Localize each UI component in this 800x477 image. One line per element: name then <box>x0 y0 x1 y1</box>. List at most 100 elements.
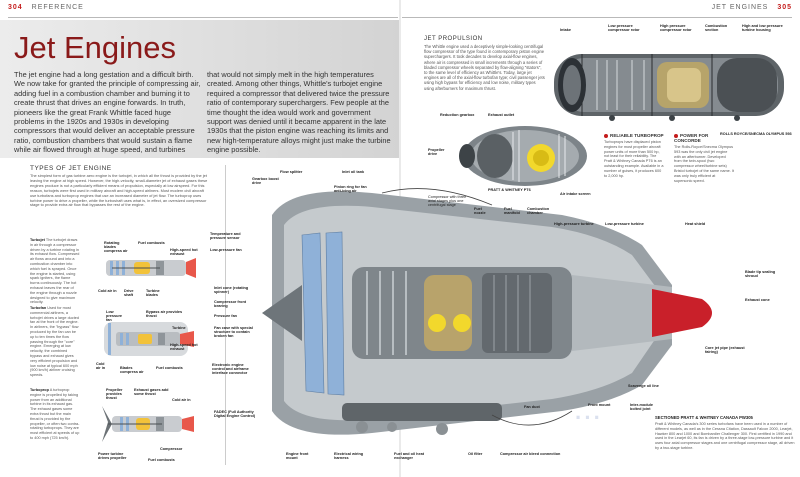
turbofan-text: Turbofan Used for most commercial airlin… <box>30 306 80 378</box>
turbojet-text: Turbojet The turbojet draws in air throu… <box>30 238 80 305</box>
olympus-label-intake: Intake <box>560 28 571 32</box>
pt6-label-exhaust: Exhaust outlet <box>488 113 515 117</box>
turboprop-name: Turboprop <box>30 388 49 392</box>
olympus-label-lp-compressor: Low pressure compressor rotor <box>608 24 640 32</box>
cutaway-label-fuel-nozzle: Fuel nozzle <box>474 207 486 215</box>
cutaway-label-pinion-ring: Pinion ring for fan anti-icing air <box>334 185 367 193</box>
turboprop-label-compressor: Compressor <box>160 447 183 451</box>
olympus-label-combustion: Combustion section <box>705 24 728 32</box>
olympus-caption: ROLLS ROYCE/SNECMA OLYMPUS 593 <box>720 132 792 136</box>
cutaway-label-lp-turbine: Low-pressure turbine <box>605 222 644 226</box>
left-page-header: 304 REFERENCE <box>8 4 84 18</box>
power-concorde-heading: POWER FOR CONCORDE <box>674 133 734 143</box>
pt6-engine-illustration <box>459 126 587 186</box>
cutaway-label-blade-tip: Blade tip sealing shroud <box>745 270 776 278</box>
turbofan-name: Turbofan <box>30 306 47 310</box>
turbojet-description: The turbojet draws in air through a comp… <box>30 238 80 305</box>
left-page-number: 304 <box>8 4 23 11</box>
jet-propulsion-heading: JET PROPULSION <box>424 36 483 42</box>
pt6-label-propeller-drive: Propeller drive <box>428 148 445 156</box>
intro-column-2: that would not simply melt in the high t… <box>207 70 391 155</box>
olympus-label-turbine-housing: High and low pressure turbine housing <box>742 24 783 32</box>
cutaway-label-heat-shield: Heat shield <box>685 222 706 226</box>
types-heading: TYPES OF JET ENGINE <box>30 165 112 172</box>
turboprop-label-combusts: Fuel combusts <box>148 458 175 462</box>
right-page-header: JET ENGINES 305 <box>712 4 792 18</box>
cutaway-label-engine-control: Electronic engine control and airframe i… <box>212 363 249 375</box>
left-header-rule <box>8 17 398 18</box>
cutaway-label-front-bearing: Compressor front bearing <box>214 300 247 308</box>
turbojet-name: Turbojet <box>30 238 45 242</box>
left-section-name: REFERENCE <box>31 4 84 11</box>
turbojet-diagram <box>106 258 196 278</box>
jet-propulsion-section: JET PROPULSION The Whittle engine used a… <box>424 36 546 91</box>
title-banner <box>0 20 400 158</box>
cutaway-label-fadec: FADEC (Full Authority Digital Engine Con… <box>214 410 256 418</box>
turbojet-label-cold-air: Cold air in <box>98 289 117 293</box>
page-title: Jet Engines <box>14 30 176 65</box>
power-concorde-body: The Rolls-Royce/Snecma Olympus 593 was t… <box>674 145 734 183</box>
cutaway-label-bolted-joint: Inter-module bolted joint <box>630 403 653 411</box>
cutaway-label-heat-exchanger: Fuel and oil heat exchanger <box>394 452 424 460</box>
reliable-turboprop-box: RELIABLE TURBOPROP Turboprops have displ… <box>604 133 664 178</box>
pt6-label-intake-screen: Air intake screen <box>560 192 591 196</box>
intro-column-1: The jet engine had a long gestation and … <box>14 70 201 155</box>
turbofan-label-bypass: Bypass air provides thrust <box>146 310 183 318</box>
reliable-turboprop-body: Turboprops have displaced piston engines… <box>604 140 664 178</box>
turboprop-label-propeller: Propeller provides thrust <box>106 388 123 400</box>
right-section-name: JET ENGINES <box>711 4 769 11</box>
turboprop-diagram <box>102 406 194 442</box>
cutaway-label-inlet-oil-tank: Inlet oil tank <box>342 170 365 174</box>
turbofan-label-combusts: Fuel combusts <box>156 366 183 370</box>
olympus-label-hp-compressor: High pressure compressor rotor <box>660 24 692 32</box>
cutaway-label-exhaust-cone: Exhaust cone <box>745 298 770 302</box>
watermark: ··· <box>575 405 603 430</box>
turbofan-label-cold-air: Cold air in <box>96 362 106 370</box>
types-body: The simplest form of gas turbine aero en… <box>30 173 208 208</box>
pw305-cutaway-illustration <box>262 188 712 435</box>
turbojet-label-exhaust: High-speed hot exhaust <box>170 248 198 256</box>
turbojet-label-turbine: Turbine blades <box>146 289 160 297</box>
turboprop-label-cold-air: Cold air in <box>172 398 191 402</box>
turboprop-label-power-turbine: Power turbine drives propeller <box>98 452 127 460</box>
cutaway-label-flow-splitter: Flow splitter <box>280 170 303 174</box>
cutaway-label-hp-turbine: High-pressure turbine <box>554 222 594 226</box>
cutaway-label-low-pressure-fan: Low-pressure fan <box>210 248 242 252</box>
turboprop-text: Turboprop A turboprop engine is propelle… <box>30 388 80 441</box>
turbofan-diagram <box>104 322 194 356</box>
cutaway-label-core-jet-pipe: Core jet pipe (exhaust fairing) <box>705 346 745 354</box>
pw305-caption-body: Pratt & Whitney Canada's 300 series turb… <box>655 422 795 450</box>
cutaway-label-oil-filter: Oil filter <box>468 452 483 456</box>
cutaway-label-fan-duct: Fan duct <box>524 405 540 409</box>
cutaway-label-engine-front-mount: Engine front mount <box>286 452 309 460</box>
turbofan-label-exhaust: High-speed hot exhaust <box>170 343 198 351</box>
cutaway-label-combustion-chamber: Combustion chamber <box>527 207 550 215</box>
turbofan-label-blades: Blades compress air <box>120 366 144 374</box>
olympus-engine-illustration <box>554 54 784 121</box>
jet-propulsion-body: The Whittle engine used a deceptively si… <box>424 44 545 91</box>
power-concorde-box: POWER FOR CONCORDE The Rolls-Royce/Snecm… <box>674 133 734 183</box>
pt6-caption: PRATT & WHITNEY PT6 <box>488 188 531 192</box>
cutaway-label-scavenge-oil: Scavenge oil line <box>628 384 659 388</box>
types-of-jet-engine-section: TYPES OF JET ENGINE The simplest form of… <box>30 165 208 208</box>
right-header-rule <box>402 17 792 18</box>
reliable-turboprop-heading: RELIABLE TURBOPROP <box>604 133 664 138</box>
pw305-caption-block: SECTIONED PRATT & WHITNEY CANADA PW305 P… <box>655 415 795 451</box>
pw305-caption-title: SECTIONED PRATT & WHITNEY CANADA PW305 <box>655 415 753 420</box>
cutaway-label-front-mount: Front mount <box>588 403 611 407</box>
turbofan-description: Used for most commercial airliners, a tu… <box>30 306 79 378</box>
cutaway-label-pressure-fan: Pressure fan <box>214 314 238 318</box>
cutaway-label-wiring-harness: Electrical wiring harness <box>334 452 364 460</box>
pt6-label-gearbox: Reduction gearbox <box>440 113 475 117</box>
right-page-number: 305 <box>777 4 792 11</box>
cutaway-label-temperature-sensor: Temperature and pressure sensor <box>210 232 241 240</box>
turbofan-label-fan: Low pressure fan <box>106 310 123 322</box>
turbofan-label-turbine: Turbine <box>172 326 186 330</box>
cutaway-label-fuel-manifold: Fuel manifold <box>504 207 520 215</box>
cutaway-label-fan-case: Fan case with special structure to conta… <box>214 326 253 338</box>
turbojet-label-shaft: Drive shaft <box>124 289 134 297</box>
turboprop-label-exhaust: Exhaust gases add some thrust <box>134 388 169 396</box>
cutaway-label-inlet-cone: Inlet cone (rotating spinner) <box>214 286 249 294</box>
turbojet-label-combusts: Fuel combusts <box>138 241 165 245</box>
